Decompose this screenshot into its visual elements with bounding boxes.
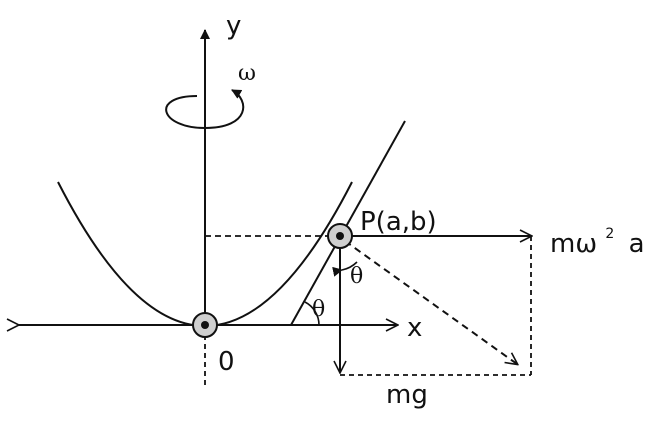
theta-arc-slope — [304, 301, 320, 326]
resultant-force-arrow — [344, 240, 517, 364]
theta-label-slope: θ — [312, 297, 325, 322]
omega-label: ω — [238, 61, 256, 86]
centrifugal-exponent: 2 — [605, 226, 614, 242]
centrifugal-m-omega: mω — [550, 229, 597, 259]
centrifugal-a: a — [629, 229, 645, 259]
rotation-arrow — [165, 89, 245, 130]
point-p-bead — [327, 223, 353, 249]
theta-label-force: θ — [350, 264, 363, 289]
theta-arc-force — [332, 261, 358, 277]
weight-label: mg — [386, 380, 428, 410]
centrifugal-label: mω 2 a — [550, 215, 645, 259]
origin-label: 0 — [218, 347, 235, 377]
y-axis-label: y — [226, 11, 241, 41]
point-label: P(a,b) — [360, 207, 437, 237]
origin-bead — [192, 312, 218, 338]
x-axis-label: x — [407, 313, 422, 343]
tangent-line — [290, 120, 406, 326]
